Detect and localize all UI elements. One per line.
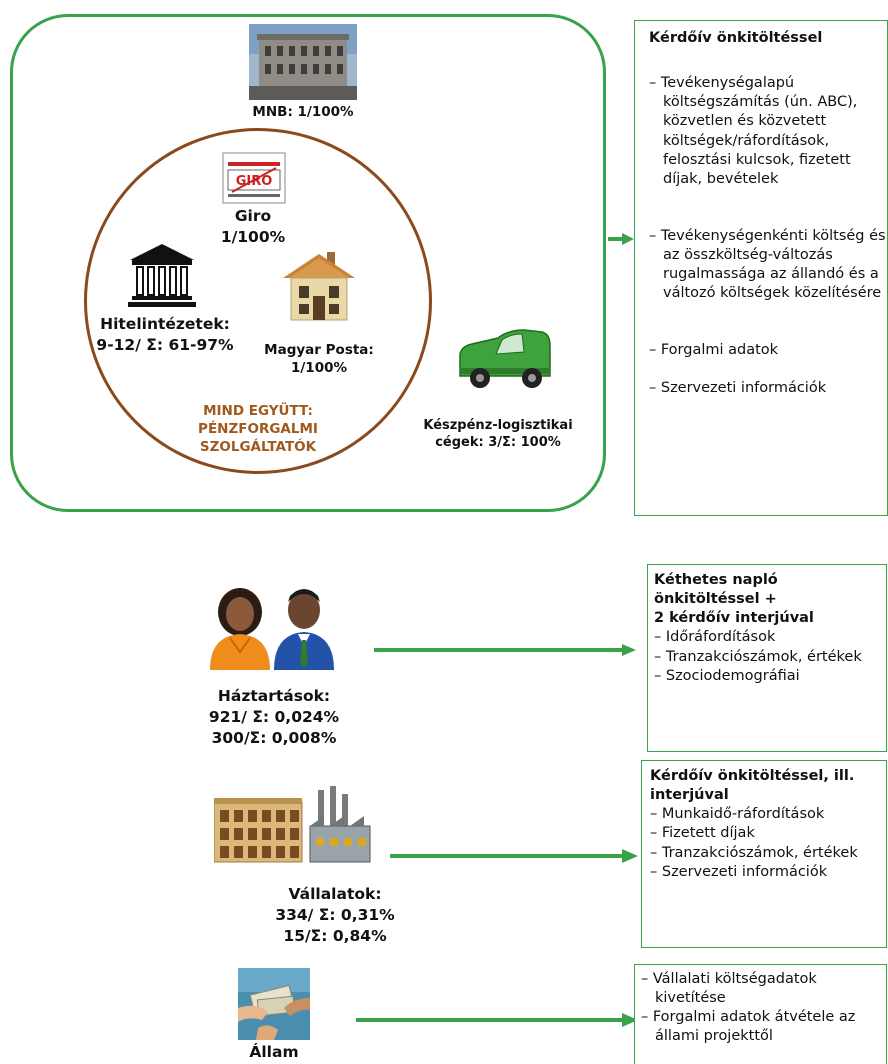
haztartasok-name: Háztartások:: [217, 687, 331, 705]
magyar-posta-value: 1/100%: [290, 359, 348, 376]
panel-2-item-idoraforditasok: Időráfordítások: [654, 628, 880, 647]
panel-4-item-forgalmi-adatok: Forgalmi adatok átvétele az állami proje…: [641, 1008, 882, 1046]
panel-2-title-line2: önkitöltéssel +: [654, 591, 777, 608]
vallalatok-line1: 334/ Σ: 0,31%: [275, 905, 395, 924]
panel-3-item-szervezeti: Szervezeti információk: [650, 863, 880, 882]
arrow-households-to-panel-2: [374, 642, 636, 658]
panel-kerdoiv-onkitoltes: Kérdőív önkitöltéssel Tevékenységalapú k…: [634, 20, 888, 516]
hitelintezetek-label: Hitelintézetek: 9-12/ Σ: 61-97%: [72, 314, 258, 356]
panel-4-list: Vállalati költségadatok kivetítése Forga…: [641, 970, 882, 1047]
panel-2-list: Időráfordítások Tranzakciószámok, értéke…: [654, 628, 880, 685]
mind-egyutt-label: MIND EGYÜTT: PÉNZFORGALMI SZOLGÁLTATÓK: [160, 402, 356, 457]
panel-3-title: Kérdőív önkitöltéssel, ill. interjúval: [650, 768, 855, 804]
panel-3-item-tranzakcioszamok: Tranzakciószámok, értékek: [650, 844, 880, 863]
vallalatok-name: Vállalatok:: [288, 885, 382, 903]
giro-label: Giro 1/100%: [190, 206, 316, 248]
giro-name: Giro: [234, 207, 272, 225]
keszpenz-line2: cégek: 3/Σ: 100%: [435, 434, 561, 450]
panel-3-item-munkaido: Munkaidő-ráfordítások: [650, 805, 880, 824]
hitelintezetek-value: 9-12/ Σ: 61-97%: [96, 335, 234, 354]
haztartasok-label: Háztartások: 921/ Σ: 0,024% 300/Σ: 0,008…: [204, 686, 344, 749]
building-photo-icon: [249, 24, 357, 100]
panel-2-title-line1: Kéthetes napló: [654, 572, 778, 588]
panel-1-item-rugalmassag: Tevékenységenkénti költség és az összköl…: [649, 227, 887, 304]
panel-kethetes-naplo: Kéthetes napló önkitöltéssel + 2 kérdőív…: [647, 564, 887, 752]
panel-1-item-szervezeti: Szervezeti információk: [649, 379, 887, 398]
bank-icon: [128, 242, 196, 308]
arrow-to-panel-1: [608, 232, 634, 246]
payment-service-providers-ellipse: [84, 128, 432, 474]
panel-3-list: Munkaidő-ráfordítások Fizetett díjak Tra…: [650, 805, 880, 882]
magyar-posta-label: Magyar Posta: 1/100%: [262, 342, 376, 377]
keszpenz-line1: Készpénz-logisztikai: [423, 418, 573, 433]
giro-logo-icon: GIRO: [222, 152, 286, 204]
vallalatok-line2: 15/Σ: 0,84%: [283, 926, 387, 945]
keszpenz-logisztikai-label: Készpénz-logisztikai cégek: 3/Σ: 100%: [400, 418, 596, 452]
panel-1-list: Tevékenységalapú költségszámítás (ún. AB…: [649, 74, 887, 398]
mind-egyutt-line3: SZOLGÁLTATÓK: [199, 439, 317, 456]
van-icon: [454, 324, 554, 394]
house-icon: [283, 250, 355, 324]
panel-3-item-fizetett-dijak: Fizetett díjak: [650, 824, 880, 843]
mnb-label: MNB: 1/100%: [252, 104, 354, 120]
people-icon: [206, 580, 338, 670]
panel-2-item-szociodemografiai: Szociodemográfiai: [654, 667, 880, 686]
payment-providers-group-box: [10, 14, 606, 512]
mind-egyutt-line2: PÉNZFORGALMI: [198, 421, 318, 438]
panel-allami-adatok: Vállalati költségadatok kivetítése Forga…: [634, 964, 887, 1064]
mind-egyutt-line1: MIND EGYÜTT:: [203, 403, 313, 419]
panel-2-item-tranzakcioszamok: Tranzakciószámok, értékek: [654, 648, 880, 667]
allam-label: Állam: [249, 1043, 299, 1061]
giro-value: 1/100%: [220, 227, 286, 246]
haztartasok-line2: 300/Σ: 0,008%: [211, 728, 337, 747]
factory-icon: [214, 786, 372, 866]
vallalatok-label: Vállalatok: 334/ Σ: 0,31% 15/Σ: 0,84%: [266, 884, 404, 947]
panel-1-title: Kérdőív önkitöltéssel: [649, 30, 823, 46]
panel-4-item-koltsegadatok: Vállalati költségadatok kivetítése: [641, 970, 882, 1008]
panel-kerdoiv-interjuval: Kérdőív önkitöltéssel, ill. interjúval M…: [641, 760, 887, 948]
arrow-state-to-panel-4: [356, 1012, 638, 1028]
panel-2-title-line3: 2 kérdőív interjúval: [654, 610, 814, 627]
panel-1-item-abc: Tevékenységalapú költségszámítás (ún. AB…: [649, 74, 887, 189]
panel-1-item-forgalmi: Forgalmi adatok: [649, 341, 887, 360]
haztartasok-line1: 921/ Σ: 0,024%: [208, 707, 340, 726]
arrow-companies-to-panel-3: [390, 848, 638, 864]
magyar-posta-name: Magyar Posta:: [264, 342, 374, 358]
hitelintezetek-name: Hitelintézetek:: [100, 315, 230, 333]
money-hands-icon: [238, 968, 310, 1040]
